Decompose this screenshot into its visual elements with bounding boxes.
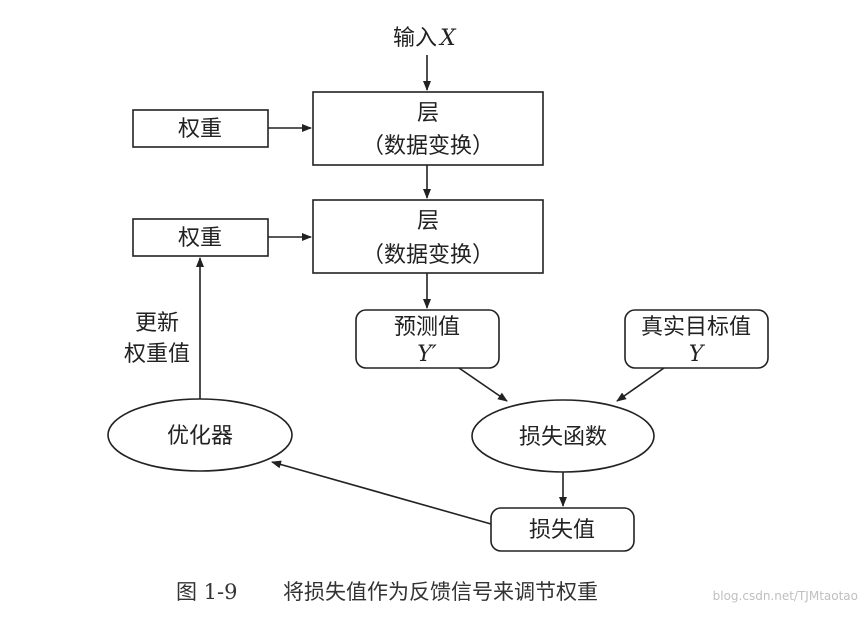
- update-weights-label: 更新 权重值: [124, 311, 190, 367]
- layer-2-title: 层: [417, 209, 439, 234]
- prediction-label: 预测值: [394, 315, 460, 340]
- input-label: 输入 X: [393, 26, 457, 51]
- figure-caption: 图 1-9 将损失值作为反馈信号来调节权重: [176, 580, 598, 604]
- loss-value-label: 损失值: [529, 518, 595, 543]
- update-label-line2: 权重值: [124, 342, 190, 367]
- loss-function-label: 损失函数: [519, 425, 607, 450]
- weights-box-top: 权重: [132, 109, 269, 148]
- layer-2-box: 层 （数据变换）: [312, 199, 544, 274]
- weights-box-bottom: 权重: [132, 218, 269, 257]
- input-variable: X: [438, 26, 457, 51]
- figure-number: 图 1-9: [176, 580, 238, 604]
- weights-top-label: 权重: [178, 117, 222, 142]
- layer-2-subtitle: （数据变换）: [362, 243, 494, 268]
- loss-value-box: 损失值: [490, 507, 635, 552]
- optimizer-ellipse: 优化器: [107, 398, 293, 472]
- true-target-variable: Y: [689, 342, 706, 367]
- update-label-line1: 更新: [135, 311, 179, 336]
- loss-function-ellipse: 损失函数: [471, 399, 655, 473]
- caption-text: 将损失值作为反馈信号来调节权重: [283, 580, 598, 604]
- watermark: blog.csdn.net/TJMtaotao: [713, 589, 858, 603]
- true-target-label: 真实目标值: [641, 315, 751, 340]
- arrow-prediction-to-loss: [458, 367, 508, 402]
- weights-bottom-label: 权重: [178, 226, 222, 251]
- layer-1-subtitle: （数据变换）: [362, 134, 494, 159]
- layer-1-box: 层 （数据变换）: [312, 91, 544, 166]
- prediction-box: 预测值 Y′: [355, 309, 500, 369]
- prediction-variable: Y′: [417, 342, 437, 367]
- optimizer-label: 优化器: [167, 424, 233, 449]
- true-target-box: 真实目标值 Y: [624, 309, 769, 369]
- arrow-loss-value-to-optimizer: [271, 460, 492, 525]
- layer-1-title: 层: [417, 101, 439, 126]
- arrow-target-to-loss: [616, 367, 665, 402]
- input-label-text: 输入: [393, 26, 437, 51]
